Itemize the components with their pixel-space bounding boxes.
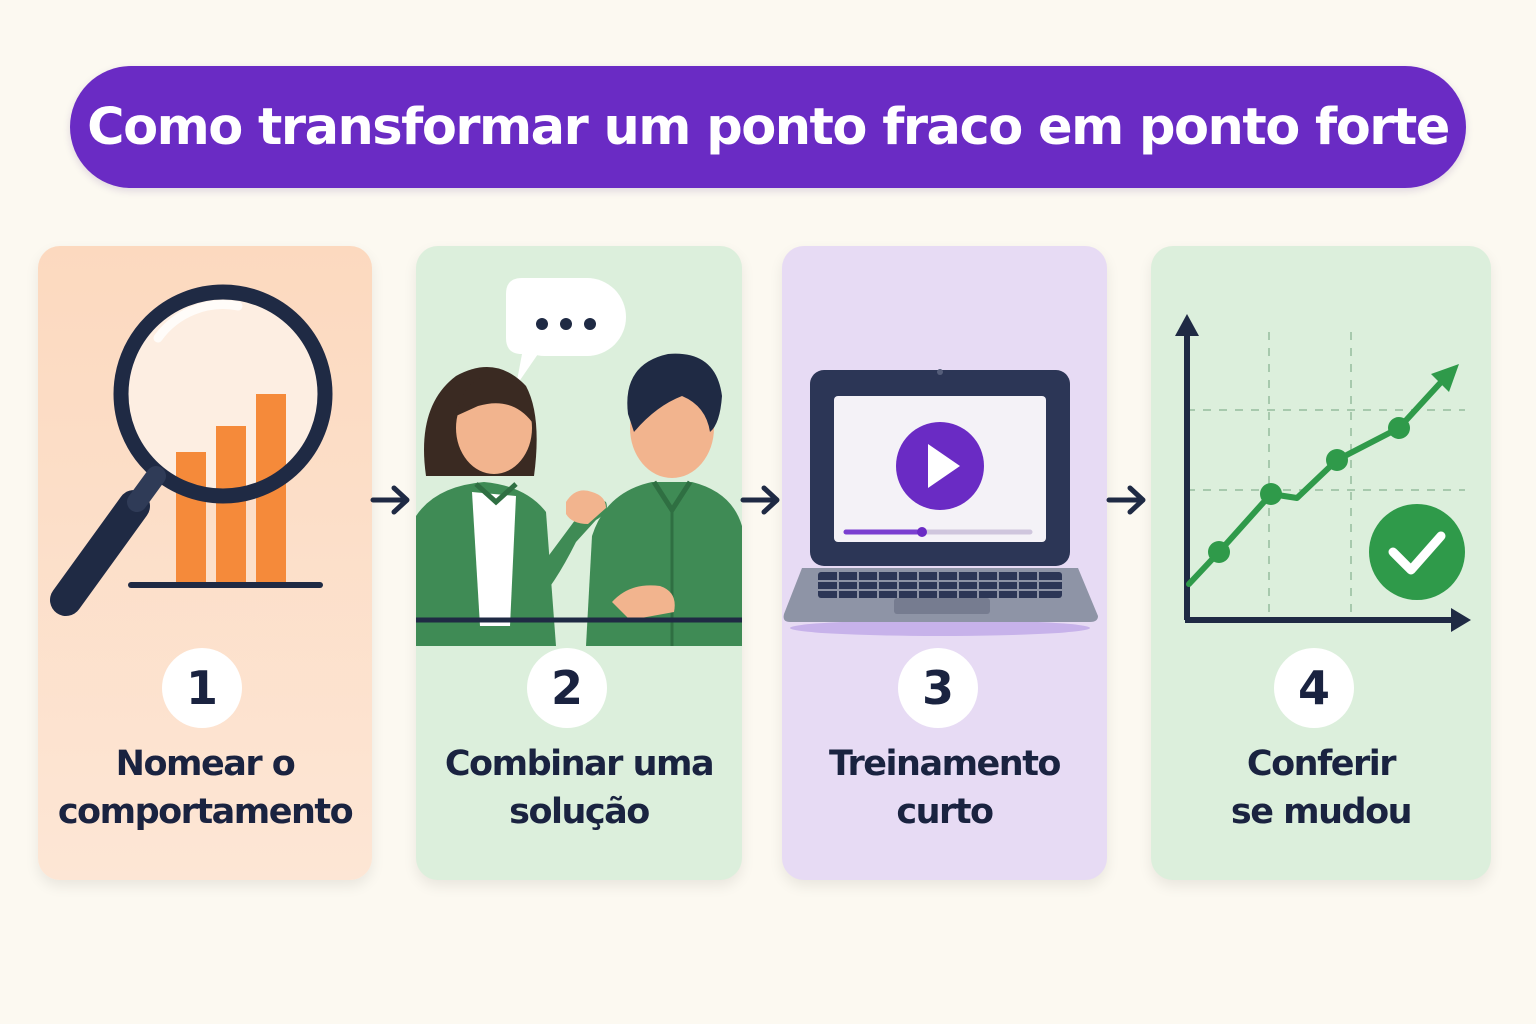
arrow-right-icon — [1106, 485, 1146, 515]
laptop-video-icon — [783, 369, 1098, 636]
step-card-2: 2 Combinar uma solução — [416, 246, 742, 880]
arrow-right-icon — [370, 485, 410, 515]
step-number: 2 — [527, 648, 607, 728]
magnifier-bar-chart-icon — [50, 284, 333, 616]
step-number: 3 — [898, 648, 978, 728]
step-number: 4 — [1274, 648, 1354, 728]
step-card-1: 1 Nomear o comportamento — [38, 246, 372, 880]
step-number: 1 — [162, 648, 242, 728]
step-card-4: 4 Conferir se mudou — [1151, 246, 1491, 880]
step-label: Nomear o comportamento — [57, 744, 354, 832]
rising-chart-check-icon — [1175, 314, 1471, 632]
conversation-icon — [416, 278, 742, 646]
step-label: Conferir se mudou — [1230, 744, 1413, 832]
arrow-right-icon — [740, 485, 780, 515]
step-label: Combinar uma solução — [444, 744, 715, 832]
title-banner: Como transformar um ponto fraco em ponto… — [70, 66, 1466, 188]
step-card-3: 3 Treinamento curto — [782, 246, 1107, 880]
step-label: Treinamento curto — [829, 744, 1061, 832]
page-title: Como transformar um ponto fraco em ponto… — [87, 97, 1450, 157]
